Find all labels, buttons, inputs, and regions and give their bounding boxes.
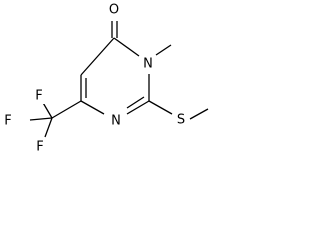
atom-oxygen: O <box>109 3 119 18</box>
bond-c2-s <box>148 100 173 115</box>
bond-n1-c6 <box>80 100 105 115</box>
molecule-structure-diagram: O N N S F F F <box>2 2 209 155</box>
bond-c6-cf3 <box>51 100 82 119</box>
bond-n3-methyl <box>155 44 172 56</box>
bond-c-f-left <box>29 117 53 121</box>
bond-s-methyl <box>189 108 209 120</box>
bonds <box>29 21 209 138</box>
bond-c4-n3 <box>113 37 140 57</box>
bond-c-f-bottom <box>44 117 53 138</box>
atom-labels: O N N S F F F <box>2 2 189 155</box>
atom-fluorine-top: F <box>35 89 42 104</box>
atom-fluorine-bottom: F <box>36 140 43 155</box>
bond-c5-c4 <box>80 37 115 76</box>
bond-c2-n1-a <box>126 100 150 115</box>
atom-nitrogen-1: N <box>111 114 121 129</box>
atom-sulfur: S <box>177 113 185 128</box>
atom-nitrogen-3: N <box>143 57 153 72</box>
bond-c2-n1-b <box>126 96 145 109</box>
atom-fluorine-left: F <box>4 114 11 129</box>
